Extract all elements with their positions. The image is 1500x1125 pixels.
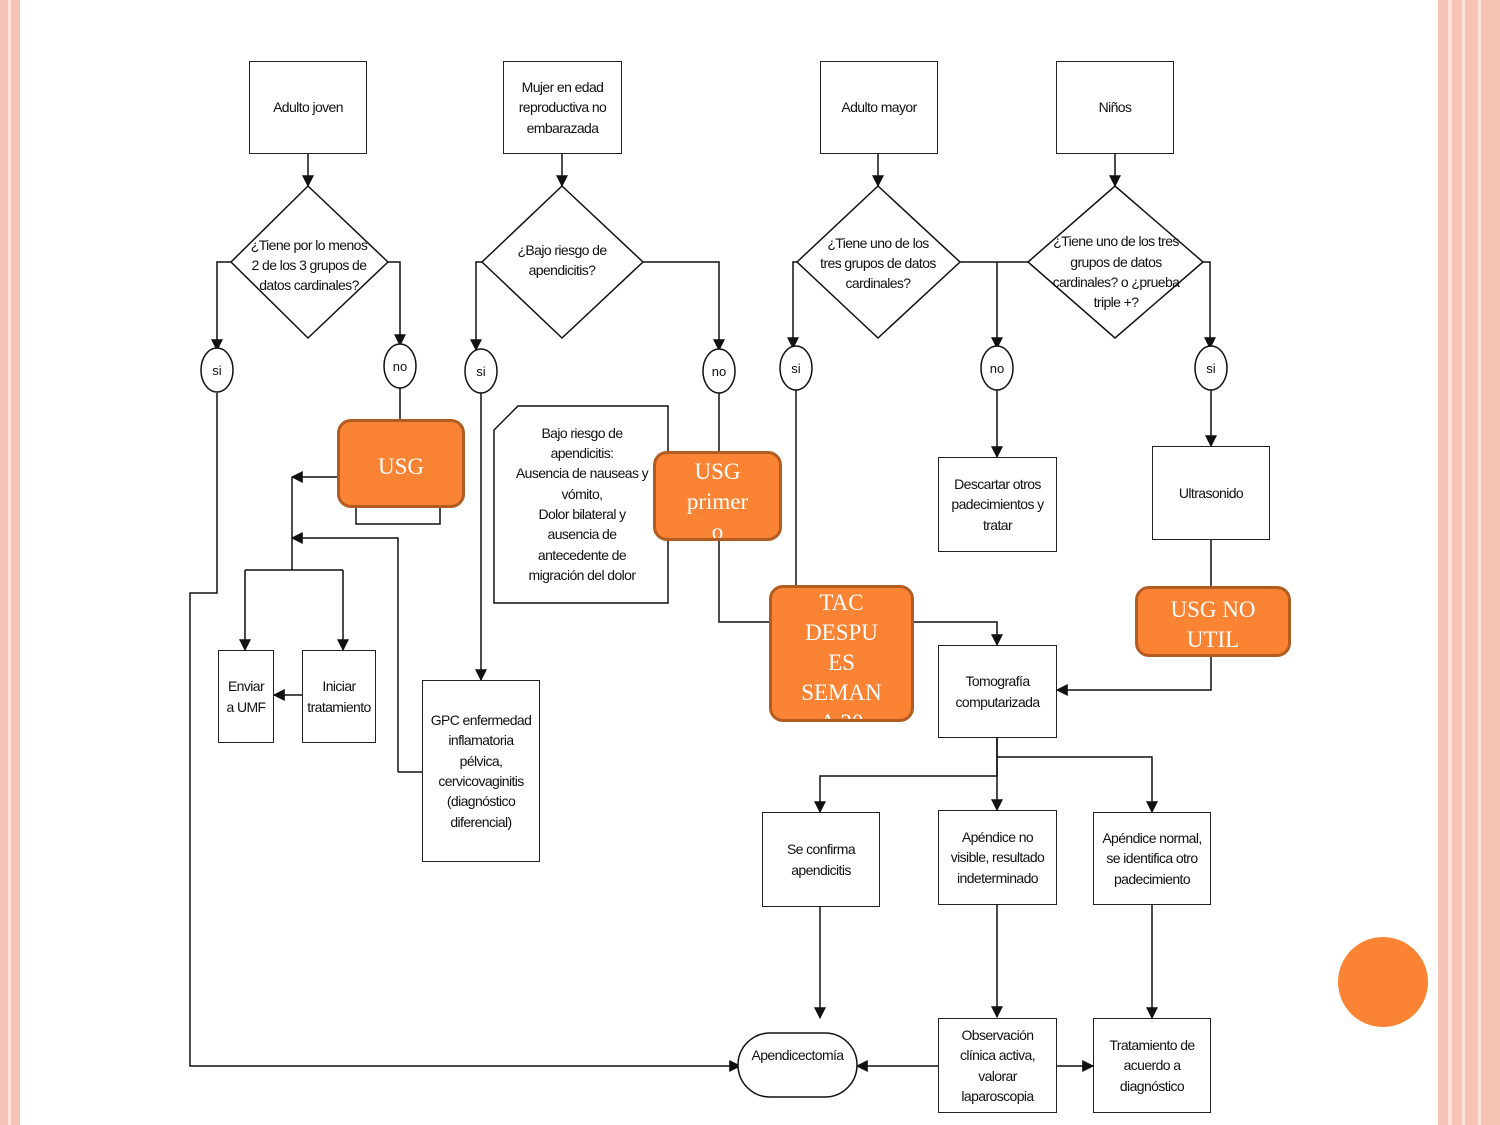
note-shape [493,405,669,604]
label-no-2: no [711,363,727,379]
start-mujer-edad-reproductiva: Mujer en edad reproductiva no embarazada [503,61,622,154]
decision-text-1: ¿Tiene por lo menos 2 de los 3 grupos de… [250,236,368,294]
box-tomografia: Tomografía computarizada [938,645,1057,738]
start-adulto-joven: Adulto joven [249,61,367,154]
label-no-3: no [989,360,1005,376]
decorative-orange-circle [1338,937,1428,1027]
start-adulto-mayor: Adulto mayor [820,61,938,154]
label-si-2: si [476,363,486,379]
left-border-inner [8,0,11,1125]
right-border-stripe [1438,0,1500,1125]
decision-diamond-4 [1026,185,1205,339]
connector-no-2 [702,348,736,394]
connector-si-1 [200,347,234,393]
label-si-4: si [1206,360,1216,376]
connector-si-2 [464,348,498,394]
decision-diamond-1 [229,184,390,340]
right-border-line-3 [1478,0,1481,1125]
label-no-1: no [392,358,408,374]
terminal-shape [737,1032,858,1098]
overlay-usg: USG [337,419,465,508]
terminal-apendicectomia: Apendicectomía [751,1046,845,1063]
box-apendice-no-visible: Apéndice no visible, resultado indetermi… [938,810,1057,905]
connector-no-1 [383,343,417,389]
connector-si-3 [779,345,813,391]
decision-text-2: ¿Bajo riesgo de apendicitis? [517,241,607,278]
box-enviar-umf: Enviar a UMF [218,650,274,743]
box-iniciar-tratamiento: Iniciar tratamiento [302,650,376,743]
label-si-1: si [212,362,222,378]
overlay-usg-primero: USG primer o [653,451,782,541]
box-gpc: GPC enfermedad inflamatoria pélvica, cer… [422,680,540,862]
decision-text-3: ¿Tiene uno de los tres grupos de datos c… [820,234,936,292]
decision-diamond-3 [795,184,962,340]
box-apendice-normal: Apéndice normal, se identifica otro pade… [1093,812,1211,905]
start-ninos: Niños [1056,61,1174,154]
decision-text-4: ¿Tiene uno de los tres grupos de datos c… [1052,233,1180,311]
box-descartar: Descartar otros padecimientos y tratar [938,457,1057,552]
box-se-confirma: Se confirma apendicitis [762,812,880,907]
connector-si-4 [1194,345,1228,391]
box-ultrasonido: Ultrasonido [1152,446,1270,540]
box-tratamiento: Tratamiento de acuerdo a diagnóstico [1093,1018,1211,1113]
left-border-stripe [0,0,20,1125]
right-border-line-2 [1462,0,1465,1125]
overlay-usg-no-util: USG NO UTIL [1135,586,1291,657]
note-bajo-riesgo: Bajo riesgo de apendicitis: Ausencia de … [515,424,649,583]
right-border-line-1 [1448,0,1452,1125]
decision-diamond-2 [480,184,645,340]
connector-no-3 [980,345,1014,391]
overlay-tac-despues-semana-20: TAC DESPU ES SEMAN A 20 [769,585,914,722]
label-si-3: si [791,360,801,376]
box-observacion: Observación clínica activa, valorar lapa… [938,1018,1057,1113]
